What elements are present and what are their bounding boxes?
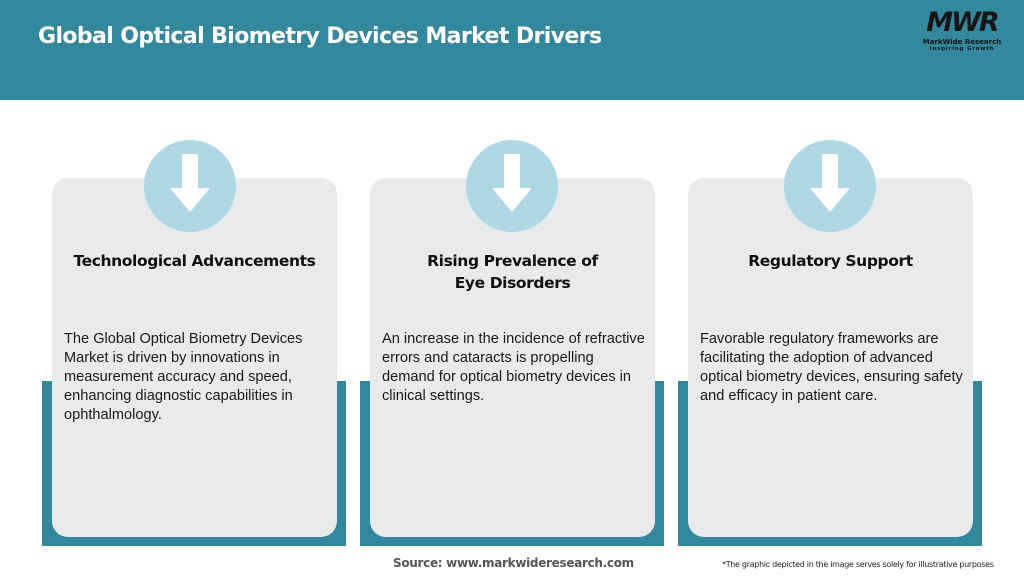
card-body: The Global Optical Biometry Devices Mark… [64, 331, 303, 423]
icon-circle-1 [144, 140, 236, 232]
source-text: Source: www.markwideresearch.com [393, 556, 634, 570]
arrow-down-icon [492, 154, 532, 212]
card-title: Technological Advancements [73, 252, 316, 270]
logo-name: MarkWide Research [922, 38, 1002, 46]
arrow-down-icon [170, 154, 210, 212]
logo-tagline: Inspiring Growth [929, 46, 995, 52]
disclaimer-text: *The graphic depicted in the image serve… [722, 560, 994, 569]
driver-card-rising-prevalence: Rising Prevalence of Eye Disorders An in… [370, 178, 655, 537]
card-body: Favorable regulatory frameworks are faci… [700, 331, 963, 404]
card-body: An increase in the incidence of refracti… [382, 331, 645, 404]
logo: MWR MarkWide Research Inspiring Growth [920, 8, 1004, 60]
header-banner: Global Optical Biometry Devices Market D… [0, 0, 1024, 100]
logo-mark: MWR [926, 7, 999, 38]
card-title: Regulatory Support [748, 252, 913, 270]
arrow-down-icon [810, 154, 850, 212]
icon-circle-3 [784, 140, 876, 232]
driver-card-technological-advancements: Technological Advancements The Global Op… [52, 178, 337, 537]
driver-card-regulatory-support: Regulatory Support Favorable regulatory … [688, 178, 973, 537]
page-title: Global Optical Biometry Devices Market D… [38, 24, 602, 49]
icon-circle-2 [466, 140, 558, 232]
card-title: Rising Prevalence of Eye Disorders [427, 252, 598, 292]
